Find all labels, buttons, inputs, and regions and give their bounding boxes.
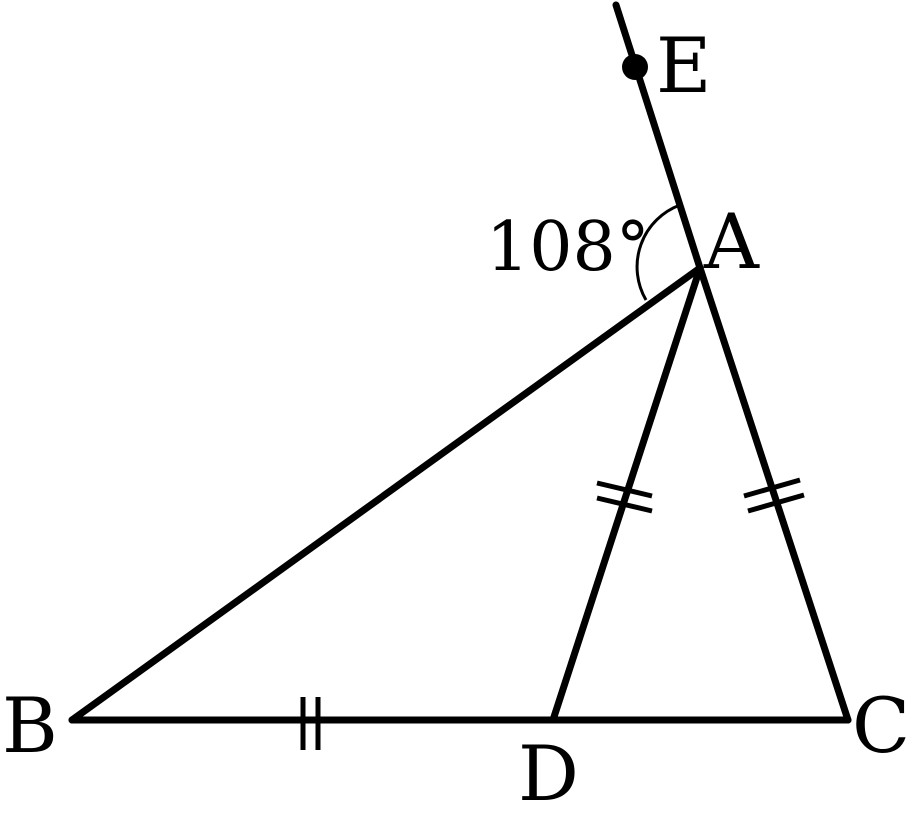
label-e: E: [656, 21, 711, 110]
label-a: A: [703, 197, 760, 286]
ray-ea: [612, 1, 704, 272]
point-e-dot: [622, 54, 648, 80]
label-d: D: [518, 729, 579, 818]
tick-marks-ad: [596, 480, 653, 514]
angle-label: 108°: [486, 208, 650, 287]
segment-ad: [549, 264, 704, 724]
tick-marks-ac: [743, 477, 805, 514]
tick-marks-bd: [300, 697, 321, 750]
segment-ac: [696, 264, 852, 724]
label-c: C: [852, 681, 910, 770]
segment-ab: [68, 264, 704, 724]
label-b: B: [2, 681, 58, 770]
angle-arc-eab: [635, 203, 681, 301]
